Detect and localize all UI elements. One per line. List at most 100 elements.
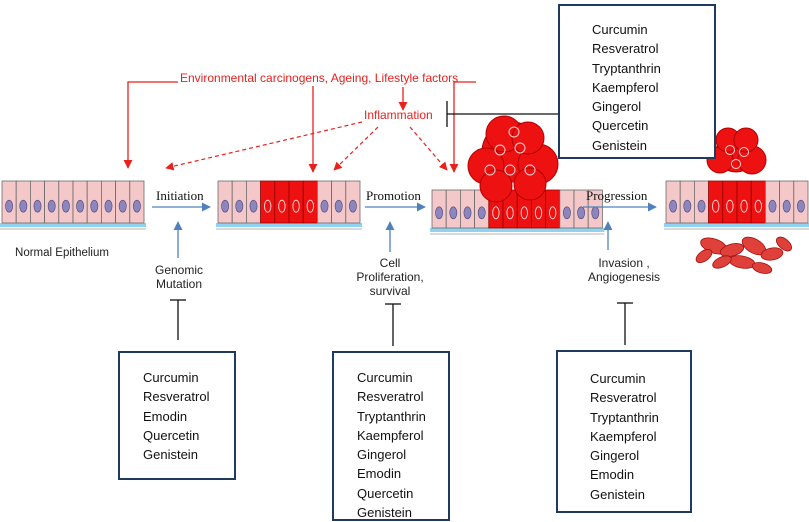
compound-item: Gingerol [357, 447, 407, 463]
tumor-cell [750, 180, 766, 224]
compound-item: Quercetin [143, 427, 200, 443]
cell-nucleus [47, 199, 56, 213]
cell-nucleus [463, 206, 472, 220]
tumor-nucleus [520, 206, 528, 220]
cell-nucleus [697, 199, 706, 213]
compound-item: Kaempferol [590, 428, 657, 444]
cell-nucleus [62, 199, 70, 213]
carcinogen-arrows [123, 81, 476, 173]
invasion-line-1: Invasion , [598, 256, 650, 270]
carcinogens-label: Environmental carcinogens, Ageing, Lifes… [180, 71, 459, 85]
tumor-cell [736, 180, 752, 224]
progression-inhibitors-box: Curcumin Resveratrol Tryptanthrin Kaempf… [556, 350, 692, 513]
compound-item: Curcumin [592, 22, 648, 37]
inflammation-to-progression-arrow [409, 126, 448, 171]
tumor-nucleus [292, 199, 300, 213]
inflammation-inhibitors-box: Curcumin Resveratrol Tryptanthrin Kaempf… [558, 4, 716, 159]
progression-label: Progression [586, 188, 648, 203]
compound-item: Genistein [592, 137, 647, 153]
tumor-nucleus [549, 206, 557, 220]
compound-item: Genistein [357, 505, 412, 521]
cell-nucleus [90, 199, 99, 213]
normal-epithelium-label: Normal Epithelium [15, 247, 109, 259]
cell-nucleus [235, 199, 244, 213]
cell-nucleus [797, 199, 805, 213]
tumor-cell-outline [514, 142, 526, 154]
inflammation-to-promotion-arrow [333, 126, 379, 171]
cell-nucleus [19, 199, 28, 213]
tumor-nucleus [726, 199, 734, 213]
basement-membrane [216, 223, 362, 227]
promotion-inhibitors-box: Curcumin Resveratrol Tryptanthrin Kaempf… [332, 351, 450, 521]
invading-cell [719, 243, 745, 257]
cell-nucleus [348, 199, 357, 213]
tumor-cell-outline [504, 164, 516, 176]
compound-item: Resveratrol [592, 41, 659, 57]
tumor-cell [302, 180, 318, 224]
genomic-mutation-label: Genomic Mutation [148, 263, 210, 291]
tumor-nucleus [506, 206, 514, 220]
progressed-epithelium-tissue [664, 127, 809, 274]
cell-nucleus [132, 199, 141, 213]
tumor-cell-outline [725, 145, 735, 155]
cell-nucleus [249, 199, 258, 213]
cell-nucleus [334, 199, 343, 213]
compound-item: Gingerol [592, 99, 642, 115]
initiation-label: Initiation [156, 188, 204, 203]
tumor-nucleus [534, 206, 543, 220]
inflammation-inhibition-line [446, 101, 558, 127]
invasion-line-2: Angiogenesis [587, 270, 661, 284]
compound-item: Genistein [590, 486, 645, 502]
tumor-cell-outline [494, 144, 506, 156]
cell-nucleus [320, 199, 329, 213]
invading-cell [695, 249, 713, 263]
promoted-epithelium-tissue [430, 115, 605, 235]
tumor-mass [511, 121, 545, 155]
tumor-nucleus [278, 199, 286, 213]
invading-cell [751, 262, 773, 274]
compound-item: Curcumin [590, 371, 646, 386]
inflammation-arrows [165, 121, 448, 171]
basement-membrane [664, 223, 809, 227]
tumor-nucleus [712, 199, 720, 213]
proliferation-line-3: survival [369, 284, 411, 298]
genomic-line-2: Mutation [155, 277, 203, 291]
cell-nucleus [118, 199, 127, 213]
cell-nucleus [782, 199, 791, 213]
tumor-cell-outline [508, 126, 520, 138]
carcinogen-to-normal-arrow [123, 81, 178, 169]
invading-cell [760, 247, 784, 261]
inflammation-label: Inflammation [364, 108, 433, 122]
tumor-cell-outline [731, 159, 741, 169]
invasion-angiogenesis-label: Invasion , Angiogenesis [576, 256, 672, 284]
compound-item: Emodin [357, 466, 402, 482]
normal-epithelium-tissue [0, 180, 146, 230]
cell-nucleus [477, 206, 486, 220]
tumor-cell [274, 180, 290, 224]
tumor-cell-outline [524, 164, 536, 176]
tumor-cell [708, 180, 724, 224]
basement-membrane [0, 223, 146, 227]
cell-nucleus [683, 199, 692, 213]
cell-nucleus [5, 199, 14, 213]
stage-inhibition-lines [170, 299, 633, 346]
carcinogen-to-promoted-arrow [449, 81, 476, 173]
initiation-inhibitors-box: Curcumin Resveratrol Emodin Quercetin Ge… [118, 351, 236, 480]
compound-item: Kaempferol [357, 427, 424, 443]
compound-item: Tryptanthrin [590, 409, 659, 425]
cell-nucleus [33, 199, 42, 213]
stage-arrows [152, 202, 657, 258]
promotion-label: Promotion [366, 188, 421, 203]
compound-item: Resveratrol [143, 389, 210, 405]
initiated-epithelium-tissue [216, 180, 362, 230]
cell-nucleus [768, 199, 777, 213]
cell-nucleus [435, 206, 443, 220]
tumor-cell [260, 180, 276, 224]
compound-item: Emodin [143, 408, 188, 424]
tumor-nucleus [306, 199, 314, 213]
proliferation-line-1: Cell [379, 256, 401, 270]
invading-cell [775, 236, 793, 252]
tumor-cell-outline [484, 164, 496, 176]
